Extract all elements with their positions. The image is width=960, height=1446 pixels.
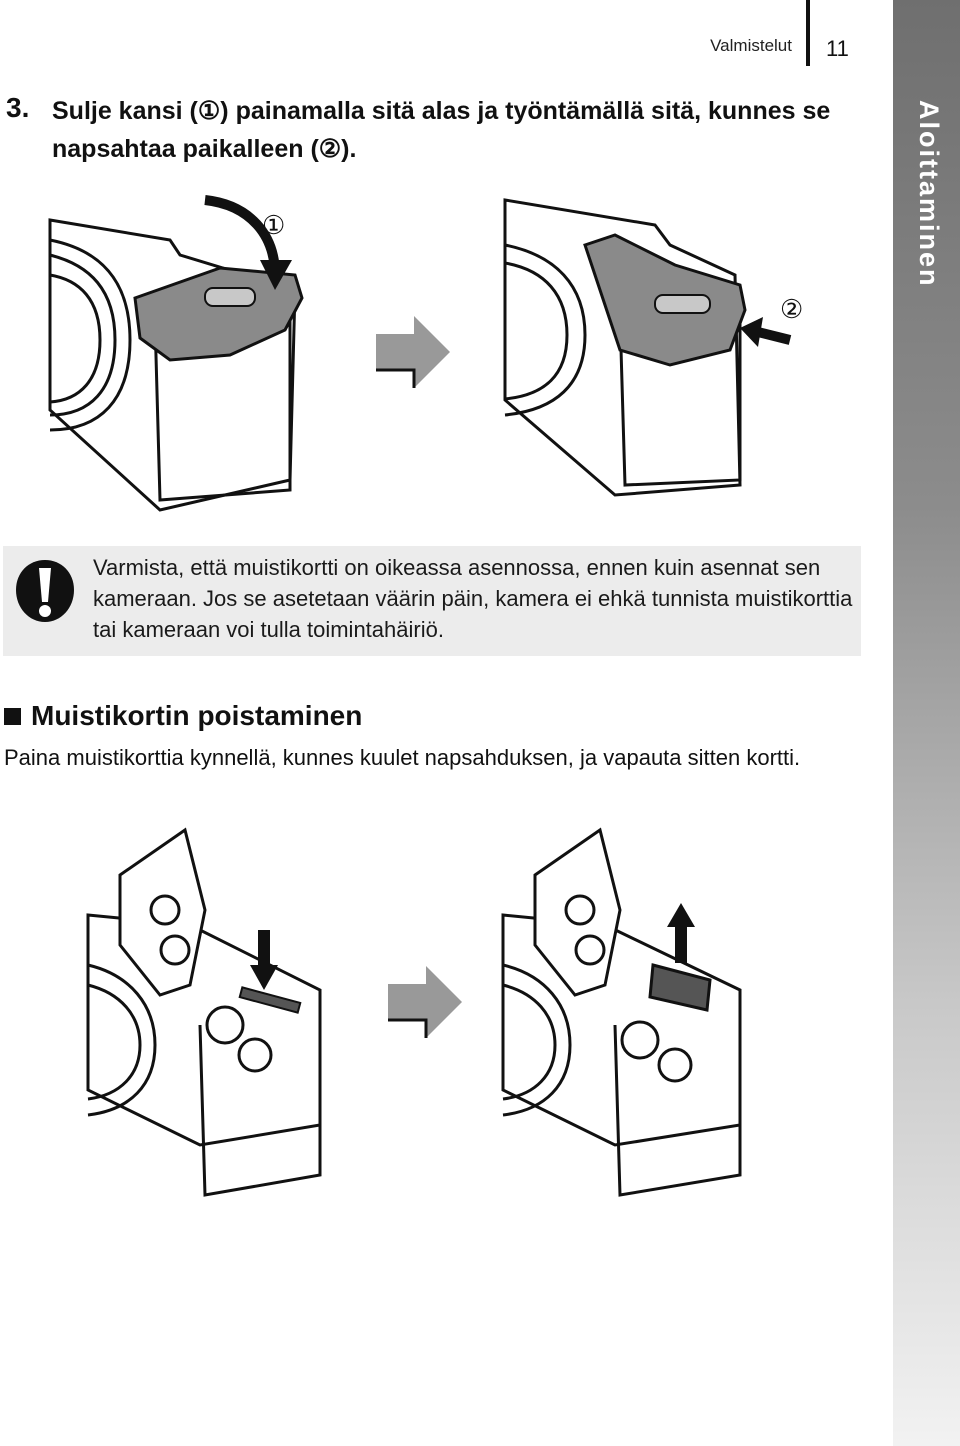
section-title: Muistikortin poistaminen (4, 700, 362, 732)
header-divider (806, 0, 810, 66)
callout-1-label: ① (262, 210, 286, 240)
step-instruction: Sulje kansi (①) painamalla sitä alas ja … (52, 97, 831, 163)
callout-2-label: ② (780, 294, 804, 324)
step-number: 3. (6, 92, 30, 123)
chapter-side-tab (893, 0, 960, 1446)
caution-exclamation-icon (16, 560, 74, 622)
caution-box (3, 546, 861, 656)
camera-lock-cover-illustration (503, 198, 792, 497)
camera-push-card-illustration (86, 827, 322, 1197)
pull-up-arrow-icon (675, 923, 687, 963)
section-title-text: Muistikortin poistaminen (31, 700, 363, 731)
battery-cover-closing (133, 266, 304, 362)
section-body: Paina muistikorttia kynnellä, kunnes kuu… (4, 745, 801, 770)
next-step-arrow-icon (376, 316, 450, 388)
open-battery-door-2 (533, 827, 622, 997)
camera-close-cover-illustration (48, 195, 304, 512)
next-step-arrow-icon-2 (388, 966, 462, 1038)
page-number: 11 (826, 36, 849, 61)
open-battery-door (118, 827, 207, 997)
camera-card-ejected-illustration (501, 827, 742, 1197)
caution-text: Varmista, että muistikortti on oikeassa … (93, 555, 853, 642)
push-down-arrow-icon (258, 930, 270, 970)
section-bullet-icon (4, 707, 21, 725)
chapter-side-tab-label: Aloittaminen (914, 100, 944, 288)
header-section-title: Valmistelut (710, 36, 792, 55)
memory-card-ejected (648, 963, 712, 1012)
memory-card-inserted (238, 986, 302, 1014)
